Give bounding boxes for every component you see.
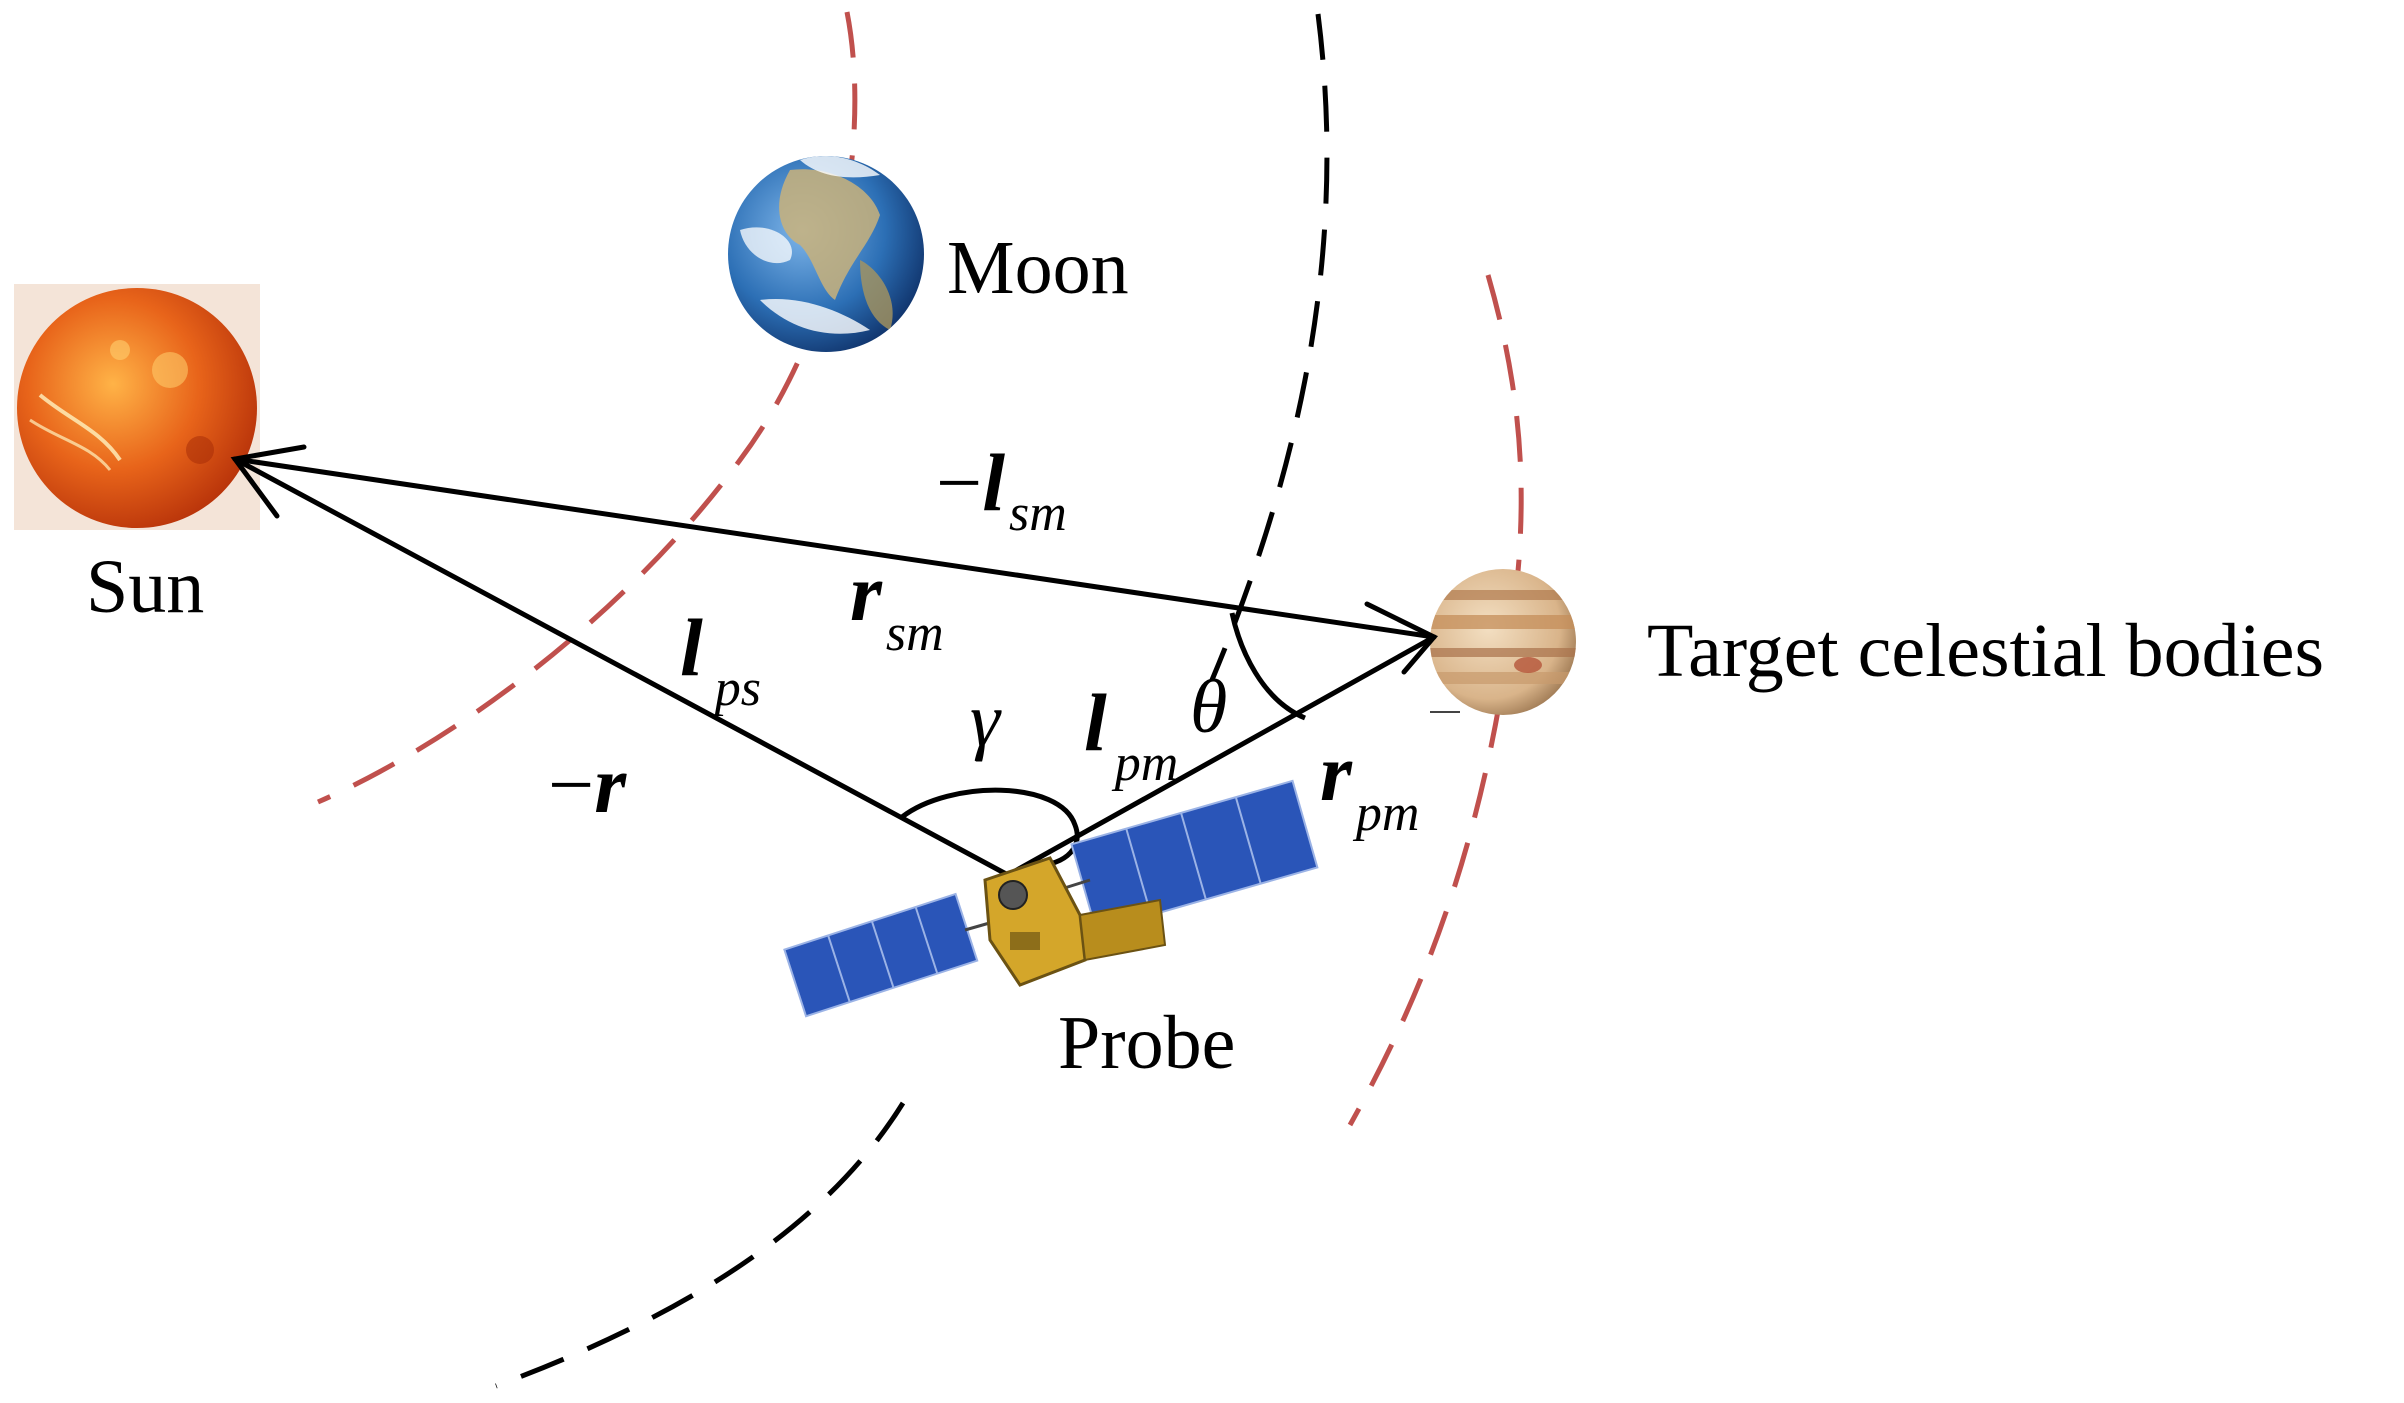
symbol-r-sm-sub: sm: [886, 605, 944, 662]
symbol-r-sm: rsm: [850, 547, 944, 662]
arrowhead-sun: [230, 444, 307, 519]
symbol-gamma: γ: [970, 678, 1002, 762]
symbol-neg-r: −r: [548, 739, 627, 830]
symbol-r-sm-main: r: [850, 547, 883, 638]
angle-arc-theta: [1229, 612, 1306, 721]
symbol-neg-r-prefix: −: [548, 739, 594, 830]
orbit-outer-dashed: [1347, 274, 1524, 1127]
label-probe: Probe: [1058, 1001, 1235, 1085]
vector-sun-to-target: [232, 456, 1437, 640]
symbol-r-pm-sub: pm: [1352, 785, 1420, 842]
symbol-r-pm-main: r: [1320, 727, 1353, 818]
symbol-neg-r-main: r: [594, 739, 627, 830]
label-moon: Moon: [947, 226, 1129, 310]
symbol-l-pm-sub: pm: [1111, 735, 1179, 792]
symbol-l-pm-main: l: [1084, 677, 1107, 768]
symbol-l-ps-main: l: [680, 602, 703, 693]
vector-probe-to-sun: [232, 456, 1011, 878]
symbol-neg-l-sm-prefix: −: [936, 437, 982, 528]
orbit-inner-dashed: [316, 11, 858, 805]
label-target: Target celestial bodies: [1647, 609, 2324, 693]
symbol-neg-l-sm-sub: sm: [1009, 485, 1067, 542]
symbol-neg-l-sm-main: l: [982, 437, 1005, 528]
angle-arc-gamma: [900, 787, 1080, 868]
sun-icon: [14, 284, 260, 530]
symbol-r-pm: rpm: [1320, 727, 1419, 842]
symbol-l-ps-sub: ps: [711, 660, 761, 717]
symbol-theta: θ: [1190, 665, 1227, 749]
orbit-middle-dashed: [1209, 13, 1330, 681]
orbit-middle-dashed-lower: [495, 1101, 906, 1389]
label-sun: Sun: [86, 545, 204, 629]
earth-icon: [728, 156, 924, 352]
jupiter-icon: [1430, 569, 1576, 715]
arrowhead-target: [1364, 601, 1438, 675]
symbol-neg-l-sm: −lsm: [936, 437, 1067, 542]
probe-satellite-icon: [783, 779, 1319, 1018]
